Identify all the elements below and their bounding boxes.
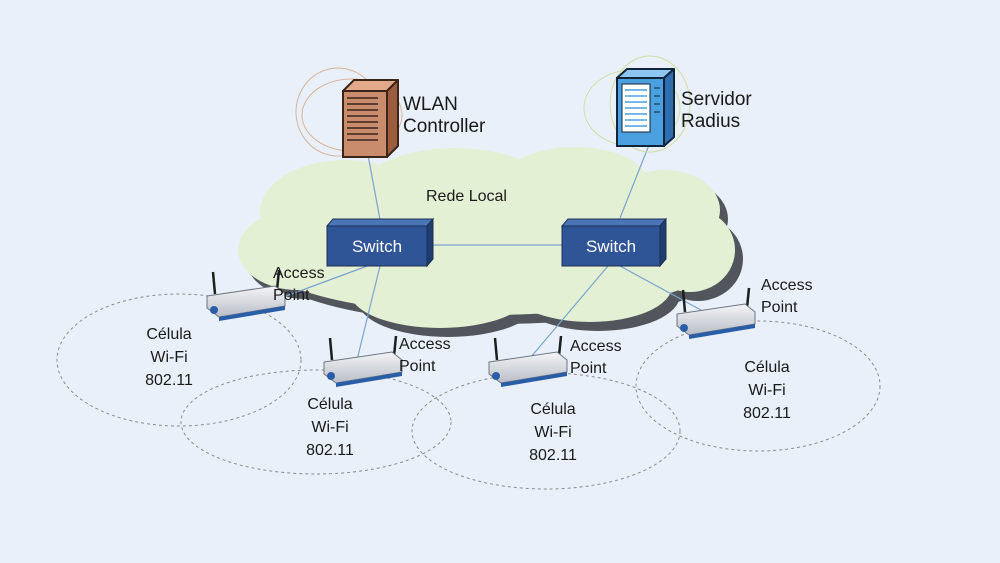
access-point-1-icon bbox=[206, 269, 286, 321]
radius-server-label-line1: Servidor bbox=[681, 89, 752, 110]
wifi-cell-2 bbox=[180, 369, 452, 475]
wifi-cell-2-label-line3: 802.11 bbox=[306, 442, 354, 459]
link-radius-switch bbox=[619, 144, 650, 219]
wifi-cell-2-label: Célula Wi-Fi 802.11 bbox=[275, 393, 385, 462]
wlan-controller-label-line2: Controller bbox=[403, 116, 486, 137]
wifi-cell-3-label-line2: Wi-Fi bbox=[534, 424, 572, 441]
switch-1-icon: Switch bbox=[325, 217, 435, 268]
wifi-cell-3-label: Célula Wi-Fi 802.11 bbox=[498, 398, 608, 467]
radius-server-icon bbox=[583, 55, 691, 153]
radius-server-label-line2: Radius bbox=[681, 111, 741, 132]
link-switch-ap2 bbox=[356, 265, 381, 361]
access-point-4-label: Access Point bbox=[761, 275, 813, 319]
wlan-controller-label-line1: WLAN bbox=[403, 94, 458, 115]
local-network-label: Rede Local bbox=[426, 188, 507, 205]
wifi-cell-4 bbox=[635, 320, 881, 452]
wifi-cell-4-label-line2: Wi-Fi bbox=[748, 382, 786, 399]
access-point-3-label: Access Point bbox=[570, 336, 622, 380]
access-point-2-label: Access Point bbox=[399, 334, 451, 378]
wifi-cell-1-label-line3: 802.11 bbox=[145, 372, 193, 389]
wifi-cell-4-label-line1: Célula bbox=[744, 359, 790, 376]
switch-2-label: Switch bbox=[586, 237, 636, 256]
access-point-4-label-line1: Access bbox=[761, 277, 813, 294]
access-point-4-label-line2: Point bbox=[761, 299, 798, 316]
wifi-cell-1-label: Célula Wi-Fi 802.11 bbox=[114, 323, 224, 392]
wifi-cell-3-label-line3: 802.11 bbox=[529, 447, 577, 464]
access-point-2-label-line1: Access bbox=[399, 336, 451, 353]
link-switch-ap3 bbox=[524, 265, 609, 365]
wifi-cell-1-label-line1: Célula bbox=[146, 326, 192, 343]
access-point-3-icon bbox=[488, 335, 568, 387]
wifi-cell-2-label-line2: Wi-Fi bbox=[311, 419, 349, 436]
wifi-cell-1 bbox=[56, 293, 302, 427]
wifi-cell-3-label-line1: Célula bbox=[530, 401, 576, 418]
access-point-1-label-line2: Point bbox=[273, 287, 310, 304]
local-network-cloud bbox=[238, 147, 743, 337]
access-point-2-icon bbox=[323, 335, 403, 387]
access-point-3-label-line1: Access bbox=[570, 338, 622, 355]
link-controller-switch bbox=[367, 154, 382, 226]
access-point-3-label-line2: Point bbox=[570, 360, 607, 377]
radius-server-label: Servidor Radius bbox=[681, 89, 752, 133]
wlan-controller-server-icon bbox=[295, 67, 403, 158]
access-point-2-label-line2: Point bbox=[399, 358, 436, 375]
wlan-controller-label: WLAN Controller bbox=[403, 94, 485, 138]
access-point-1-label-line1: Access bbox=[273, 265, 325, 282]
access-point-4-icon bbox=[676, 287, 756, 339]
access-point-1-label: Access Point bbox=[273, 263, 325, 307]
switch-1-label: Switch bbox=[352, 237, 402, 256]
switch-2-icon: Switch bbox=[560, 217, 668, 268]
wifi-cell-2-label-line1: Célula bbox=[307, 396, 353, 413]
wifi-cell-4-label: Célula Wi-Fi 802.11 bbox=[712, 356, 822, 425]
wifi-cell-1-label-line2: Wi-Fi bbox=[150, 349, 188, 366]
link-switch-ap4 bbox=[619, 265, 713, 317]
wifi-cell-4-label-line3: 802.11 bbox=[743, 405, 791, 422]
